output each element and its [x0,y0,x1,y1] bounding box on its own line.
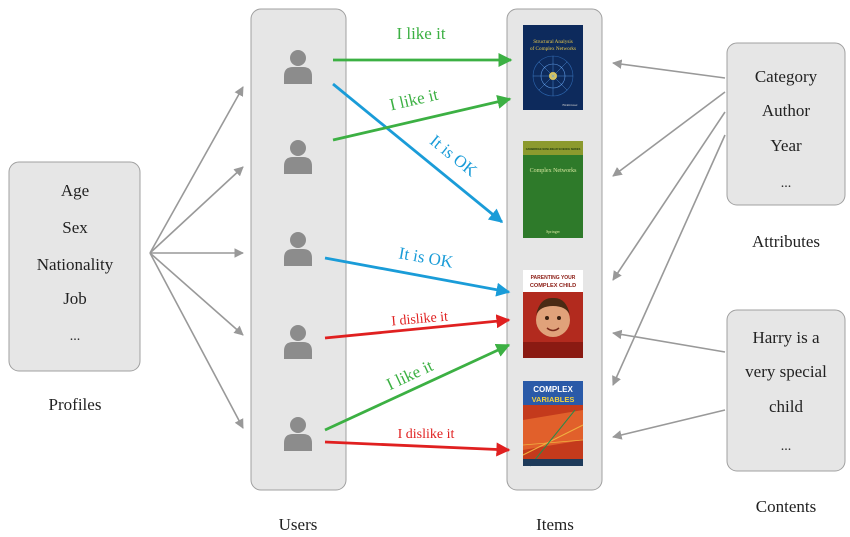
book-1-title-line-1: Structural Analysis [533,39,573,45]
profiles-caption: Profiles [49,395,102,414]
book-cover-complex-networks: CAMBRIDGE NONLINEAR SCIENCE SERIES Compl… [523,141,583,238]
attribute-field-ellipsis: ... [781,176,792,191]
users-caption: Users [279,515,318,534]
rating-arrow-like [332,95,512,142]
content-line-3: child [769,397,803,416]
rating-label-dislike: I dislike it [391,310,449,330]
book-1-publisher: Birkhäuser [562,103,578,107]
book-4-title-line-2: VARIABLES [532,395,575,404]
rating-label-ok: It is OK [397,243,455,271]
rating-label-dislike: I dislike it [398,427,455,442]
book-cover-complex-variables: COMPLEX VARIABLES [522,381,584,467]
rating-arrow-ok [324,256,511,297]
book-3-title-line-2: COMPLEX CHILD [530,283,576,289]
profile-field-ellipsis: ... [70,329,81,344]
book-2-title: Complex Networks [530,168,577,174]
attributes-panel [726,42,846,206]
attribute-field-category: Category [755,67,818,86]
profile-field-age: Age [61,181,89,200]
attribute-field-year: Year [770,136,802,155]
content-line-ellipsis: ... [781,439,792,454]
profile-field-sex: Sex [62,218,88,237]
attributes-caption: Attributes [752,232,820,251]
content-line-1: Harry is a [752,328,819,347]
attribute-to-item-connectors [612,59,726,386]
book-2-series-header: CAMBRIDGE NONLINEAR SCIENCE SERIES [526,147,581,151]
attribute-connector [612,59,726,79]
rating-label-like: I like it [396,24,445,43]
profiles-panel [8,161,141,372]
book-cover-parenting-complex-child: PARENTING YOUR COMPLEX CHILD [523,270,583,358]
contents-panel [726,309,846,472]
rating-arrow-like [324,343,511,432]
profile-connector [149,252,244,429]
profile-field-nationality: Nationality [37,255,114,274]
book-1-title-line-2: of Complex Networks [530,45,576,52]
attribute-field-author: Author [762,101,811,120]
profile-field-job: Job [63,289,87,308]
profile-connector [149,86,244,254]
items-caption: Items [536,515,574,534]
content-connector [612,409,726,440]
content-connector [612,329,726,353]
profile-to-user-connectors [149,86,244,429]
profile-connector [149,166,244,254]
rating-label-like: I like it [383,356,436,394]
profile-connector [149,252,244,336]
rating-label-ok: It is OK [426,131,481,181]
rating-arrow-dislike [324,314,511,340]
rating-label-like: I like it [388,85,440,115]
book-2-publisher: Springer [546,229,560,234]
content-line-2: very special [745,362,827,381]
items-panel [506,8,603,491]
attribute-connector [612,134,726,386]
attribute-connector [612,91,726,177]
attribute-connector [612,111,726,281]
book-cover-structural-analysis: Structural Analysis of Complex Networks … [523,25,583,110]
book-4-title-line-1: COMPLEX [533,385,573,394]
contents-caption: Contents [756,497,816,516]
rating-arrow-dislike [324,440,511,457]
content-to-item-connectors [612,329,726,440]
book-3-title-line-1: PARENTING YOUR [531,275,576,281]
rating-arrow-ok [332,82,504,224]
rating-arrows [324,53,513,457]
